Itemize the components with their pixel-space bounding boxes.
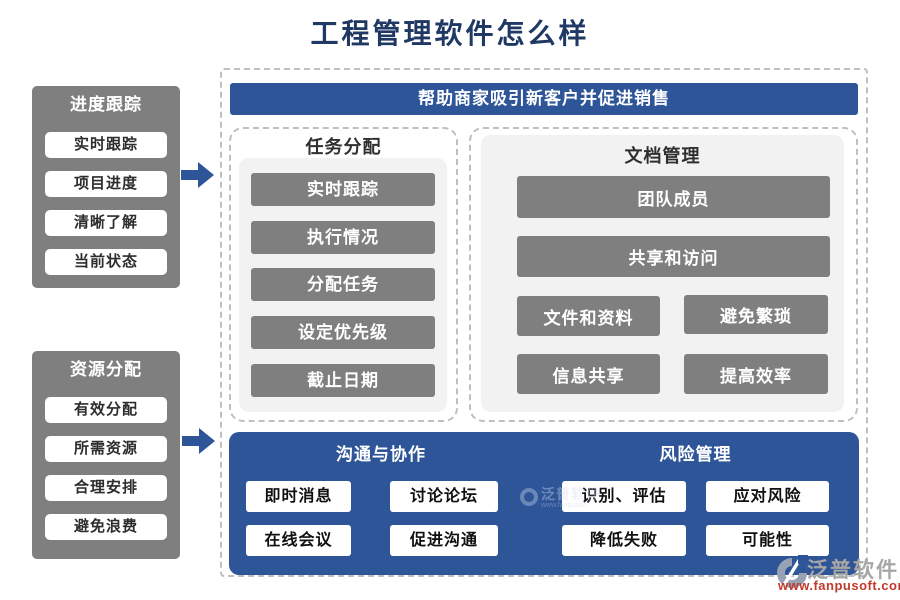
communication-title: 沟通与协作 bbox=[336, 445, 426, 464]
risk-item: 可能性 bbox=[706, 525, 829, 556]
resource-allocation-title: 资源分配 bbox=[70, 360, 142, 379]
list-item: 所需资源 bbox=[45, 436, 167, 462]
list-item: 实时跟踪 bbox=[45, 132, 167, 158]
risk-item: 识别、评估 bbox=[562, 481, 686, 512]
list-item: 项目进度 bbox=[45, 171, 167, 197]
doc-item: 避免繁琐 bbox=[684, 295, 828, 334]
doc-item: 共享和访问 bbox=[517, 236, 830, 277]
right-arrow-icon bbox=[182, 428, 215, 454]
doc-item: 文件和资料 bbox=[517, 296, 660, 336]
right-arrow-icon bbox=[181, 162, 214, 188]
list-item: 清晰了解 bbox=[45, 210, 167, 236]
progress-tracking-box: 进度跟踪 实时跟踪 项目进度 清晰了解 当前状态 bbox=[32, 86, 180, 288]
doc-item: 信息共享 bbox=[517, 354, 660, 394]
risk-item: 降低失败 bbox=[562, 525, 686, 556]
task-item: 实时跟踪 bbox=[251, 172, 435, 206]
watermark-url: www.fanpusoft.com bbox=[778, 578, 900, 593]
page-title: 工程管理软件怎么样 bbox=[310, 18, 590, 49]
banner-headline: 帮助商家吸引新客户并促进销售 bbox=[230, 83, 858, 115]
fanpu-logo-icon bbox=[777, 555, 808, 588]
task-item: 截止日期 bbox=[251, 364, 435, 398]
list-item: 有效分配 bbox=[45, 397, 167, 423]
communication-item: 促进沟通 bbox=[390, 525, 498, 556]
doc-item: 提高效率 bbox=[684, 354, 828, 394]
task-item: 分配任务 bbox=[251, 268, 435, 302]
risk-management-title: 风险管理 bbox=[659, 445, 732, 464]
communication-item: 讨论论坛 bbox=[390, 481, 498, 512]
list-item: 合理安排 bbox=[45, 475, 167, 501]
document-management-section bbox=[469, 127, 858, 422]
task-item: 执行情况 bbox=[251, 220, 435, 254]
task-item: 设定优先级 bbox=[251, 316, 435, 350]
communication-item: 在线会议 bbox=[246, 525, 351, 556]
resource-allocation-box: 资源分配 有效分配 所需资源 合理安排 避免浪费 bbox=[32, 351, 180, 559]
document-management-title: 文档管理 bbox=[624, 146, 701, 166]
communication-item: 即时消息 bbox=[246, 481, 351, 512]
task-allocation-title: 任务分配 bbox=[305, 137, 382, 157]
watermark-brand: 泛普软件 bbox=[807, 559, 899, 582]
list-item: 避免浪费 bbox=[45, 514, 167, 540]
main-dashed-container bbox=[220, 68, 868, 577]
progress-tracking-title: 进度跟踪 bbox=[70, 95, 142, 114]
list-item: 当前状态 bbox=[45, 249, 167, 275]
task-allocation-panel: 实时跟踪 执行情况 分配任务 设定优先级 截止日期 bbox=[239, 158, 447, 412]
task-allocation-section bbox=[229, 127, 458, 422]
doc-item: 团队成员 bbox=[517, 176, 830, 218]
risk-item: 应对风险 bbox=[706, 481, 829, 512]
